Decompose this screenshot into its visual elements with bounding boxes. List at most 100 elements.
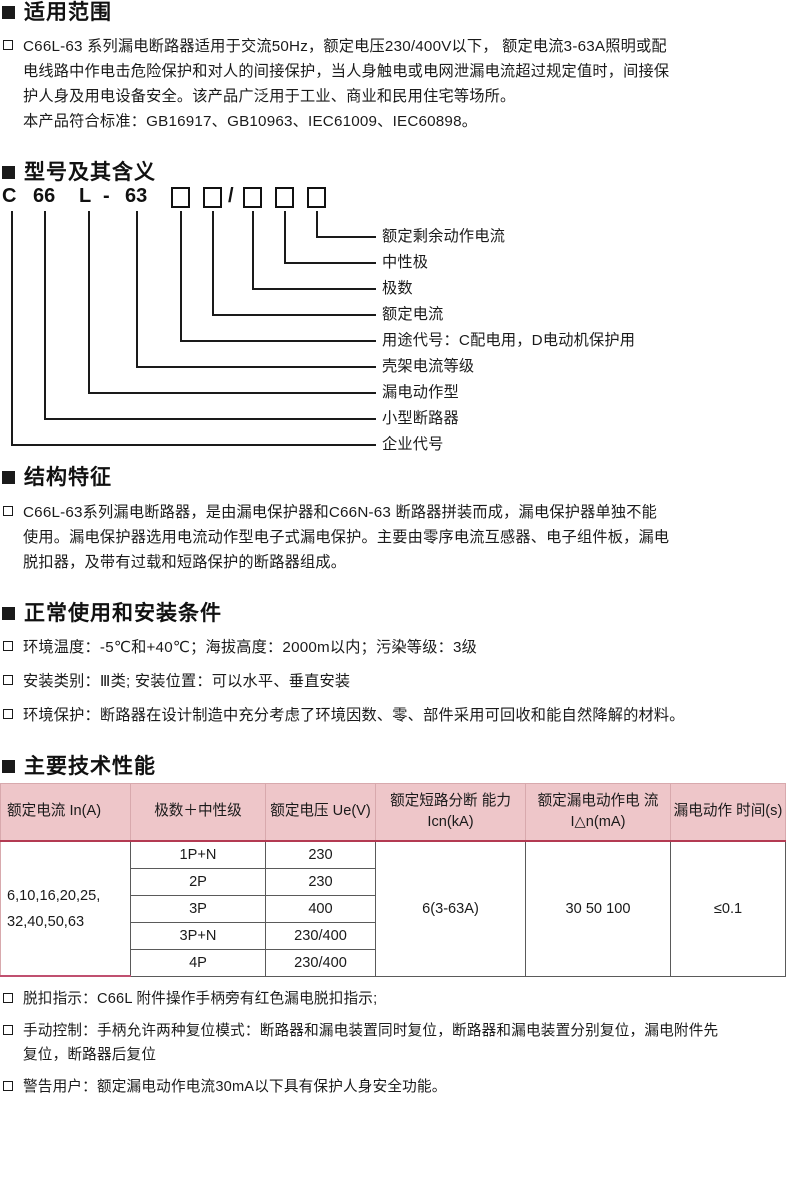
text-line: 6,10,16,20,25, (7, 887, 101, 904)
section-title-model: 型号及其含义 (24, 161, 156, 185)
text-line: 30 (565, 900, 582, 917)
column-header-rated-voltage: 额定电压 Ue(V) (265, 782, 376, 842)
column-header-operating-time: 漏电动作 时间(s) (670, 782, 786, 842)
model-code-char: C (2, 185, 17, 208)
scope-paragraph: C66L-63 系列漏电断路器适用于交流50Hz，额定电压230/400V以下，… (23, 34, 800, 134)
model-code-char: - (103, 185, 110, 208)
section-heading-performance: 主要技术性能 (0, 754, 800, 779)
section-heading-structure: 结构特征 (0, 465, 800, 490)
note-item: 警告用户：额定漏电动作电流30mA以下具有保护人身安全功能。 (0, 1075, 800, 1099)
condition-environment: 环境保护：断路器在设计制造中充分考虑了环境因数、零、部件采用可回收和能自然降解的… (23, 706, 685, 724)
column-header-residual-current: 额定漏电动作电 流I△n(mA) (525, 782, 671, 842)
model-code-box (275, 187, 294, 209)
header-line: 额定电流 (7, 803, 66, 820)
model-label: 漏电动作型 (382, 384, 459, 402)
cell-residual-current-values: 30 50 100 (525, 840, 671, 977)
hollow-square-bullet-icon (3, 505, 13, 516)
model-code-box (203, 187, 222, 209)
text-line: 脱扣器，及带有过载和短路保护的断路器组成。 (23, 553, 347, 571)
hollow-square-bullet-icon (3, 1081, 13, 1092)
header-line: 额定电压 (270, 803, 329, 820)
table-row: 3P 400 (1, 894, 786, 923)
filled-square-bullet-icon (2, 471, 15, 485)
list-item: 环境保护：断路器在设计制造中充分考虑了环境因数、零、部件采用可回收和能自然降解的… (0, 703, 800, 728)
note-manual-control: 手动控制：手柄允许两种复位模式：断路器和漏电装置同时复位，断路器和漏电装置分别复… (23, 1019, 800, 1067)
cell-voltage: 230/400 (265, 948, 376, 977)
technical-performance-table: 额定电流 In(A) 极数＋中性级 额定电压 Ue(V) 额定短路分断 能力Ic… (0, 782, 786, 978)
list-item: 安装类别：Ⅲ类; 安装位置：可以水平、垂直安装 (0, 669, 800, 694)
section-title-scope: 适用范围 (24, 1, 112, 24)
header-line: 额定漏电动作电 (537, 792, 640, 809)
model-label: 小型断路器 (382, 410, 459, 428)
header-line: 极数＋中性级 (154, 803, 242, 820)
note-item: 手动控制：手柄允许两种复位模式：断路器和漏电装置同时复位，断路器和漏电装置分别复… (0, 1019, 800, 1067)
section-heading-scope: 适用范围 (0, 0, 800, 25)
column-header-breaking-capacity: 额定短路分断 能力Icn(kA) (375, 782, 526, 842)
table-row: 6,10,16,20,25, 32,40,50,63 1P+N 230 6(3-… (0, 840, 786, 978)
header-line: 时间(s) (736, 803, 783, 820)
model-code-char: 66 (33, 185, 56, 208)
text-line: 100 (606, 900, 631, 917)
section-title-conditions: 正常使用和安装条件 (24, 601, 222, 625)
header-line: In(A) (69, 803, 102, 820)
model-code-char: 63 (125, 185, 148, 208)
scope-list: C66L-63 系列漏电断路器适用于交流50Hz，额定电压230/400V以下，… (0, 34, 800, 134)
header-line: 能力Icn(kA) (427, 792, 511, 830)
model-label: 额定电流 (382, 306, 444, 324)
model-designation-diagram: C 66 L - 63 / 额定剩余动作电流 中性极 极数 额定电流 用途代号：… (0, 185, 800, 465)
hollow-square-bullet-icon (3, 640, 13, 651)
cell-poles: 2P (130, 867, 266, 896)
text-line: 32,40,50,63 (7, 913, 85, 930)
filled-square-bullet-icon (2, 606, 15, 620)
text-line: 电线路中作电击危险保护和对人的间接保护，当人身触电或电网泄漏电流超过规定值时，间… (23, 63, 670, 81)
model-code-box (307, 187, 326, 209)
list-item: 环境温度：-5℃和+40℃；海拔高度：2000m以内；污染等级：3级 (0, 635, 800, 660)
header-line: 流I△n(mA) (570, 792, 659, 830)
text-line: 护人身及用电设备安全。该产品广泛用于工业、商业和民用住宅等场所。 (23, 88, 516, 106)
cell-voltage: 230/400 (265, 921, 376, 950)
model-label: 用途代号：C配电用，D电动机保护用 (382, 332, 636, 350)
model-code-box (243, 187, 262, 209)
filled-square-bullet-icon (2, 6, 15, 20)
hollow-square-bullet-icon (3, 993, 13, 1004)
cell-poles: 1P+N (130, 840, 266, 869)
cell-poles: 4P (130, 948, 266, 977)
note-trip-indication: 脱扣指示：C66L 附件操作手柄旁有红色漏电脱扣指示; (23, 991, 378, 1008)
model-label: 中性极 (382, 254, 429, 272)
condition-temperature: 环境温度：-5℃和+40℃；海拔高度：2000m以内；污染等级：3级 (23, 638, 478, 656)
structure-paragraph: C66L-63系列漏电断路器，是由漏电保护器和C66N-63 断路器拼装而成，漏… (23, 500, 800, 575)
list-item: C66L-63 系列漏电断路器适用于交流50Hz，额定电压230/400V以下，… (0, 34, 800, 134)
model-label: 极数 (382, 280, 413, 298)
text-line: C66L-63系列漏电断路器，是由漏电保护器和C66N-63 断路器拼装而成，漏… (23, 503, 658, 521)
text-line: 复位，断路器后复位 (23, 1047, 157, 1064)
hollow-square-bullet-icon (3, 708, 13, 719)
list-item: C66L-63系列漏电断路器，是由漏电保护器和C66N-63 断路器拼装而成，漏… (0, 500, 800, 575)
condition-installation: 安装类别：Ⅲ类; 安装位置：可以水平、垂直安装 (23, 672, 351, 690)
text-line: 手动控制：手柄允许两种复位模式：断路器和漏电装置同时复位，断路器和漏电装置分别复… (23, 1023, 719, 1040)
cell-breaking-capacity: 6(3-63A) (375, 840, 526, 977)
hollow-square-bullet-icon (3, 1025, 13, 1036)
structure-list: C66L-63系列漏电断路器，是由漏电保护器和C66N-63 断路器拼装而成，漏… (0, 500, 800, 575)
performance-notes: 脱扣指示：C66L 附件操作手柄旁有红色漏电脱扣指示; 手动控制：手柄允许两种复… (0, 987, 800, 1099)
cell-voltage: 230 (265, 840, 376, 869)
model-label: 壳架电流等级 (382, 358, 475, 376)
filled-square-bullet-icon (2, 759, 15, 773)
model-code-char: L (79, 185, 92, 208)
note-item: 脱扣指示：C66L 附件操作手柄旁有红色漏电脱扣指示; (0, 987, 800, 1011)
section-heading-model: 型号及其含义 (0, 160, 800, 185)
model-label: 额定剩余动作电流 (382, 228, 506, 246)
column-header-poles: 极数＋中性级 (130, 782, 266, 842)
filled-square-bullet-icon (2, 166, 15, 180)
model-code-box (171, 187, 190, 209)
hollow-square-bullet-icon (3, 674, 13, 685)
text-line: 使用。漏电保护器选用电流动作型电子式漏电保护。主要由零序电流互感器、电子组件板，… (23, 528, 670, 546)
header-line: Ue(V) (332, 803, 371, 820)
section-title-structure: 结构特征 (24, 466, 112, 490)
cell-poles: 3P+N (130, 921, 266, 950)
text-line: C66L-63 系列漏电断路器适用于交流50Hz，额定电压230/400V以下，… (23, 38, 667, 56)
header-line: 额定短路分断 (390, 792, 478, 809)
cell-voltage: 230 (265, 867, 376, 896)
cell-rated-current-values: 6,10,16,20,25, 32,40,50,63 (0, 840, 131, 978)
text-line: 50 (585, 900, 603, 917)
